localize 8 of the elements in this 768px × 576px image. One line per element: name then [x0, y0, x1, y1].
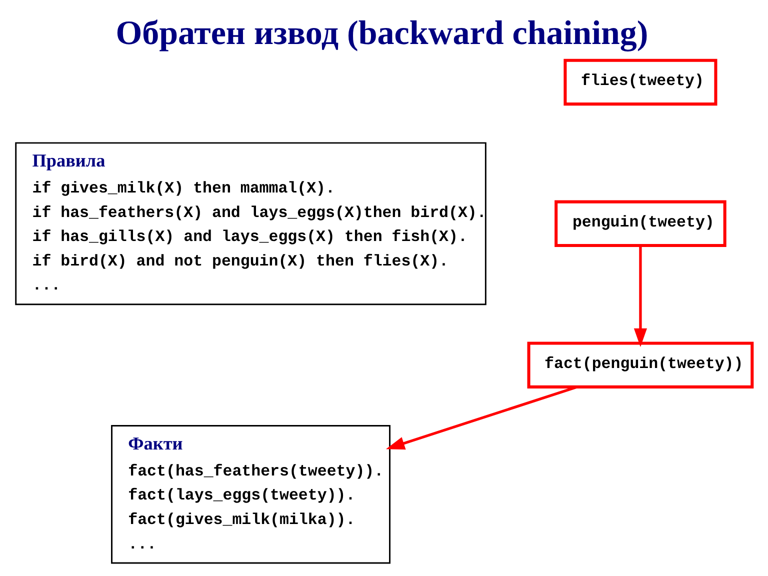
node-box: penguin(tweety)	[554, 200, 726, 248]
arrow	[386, 386, 578, 450]
node-box: fact(penguin(tweety))	[527, 342, 754, 388]
node-box: Правила if gives_milk(X) then mammal(X). if has_feathers(X) and lays_eggs(X)then bird(X). if has_gills(X) and lays_eggs(X) then fish(X). if bird(X) and not penguin(X) then flies(X). ...	[15, 142, 486, 306]
arrow	[634, 246, 648, 348]
diagram-title: Обратен извод (backward chaining)	[116, 14, 648, 52]
node-box: flies(tweety)	[564, 58, 718, 106]
node-box: Факти fact(has_feathers(tweety)). fact(lays_eggs(tweety)). fact(gives_milk(milka)). ...	[111, 425, 390, 564]
